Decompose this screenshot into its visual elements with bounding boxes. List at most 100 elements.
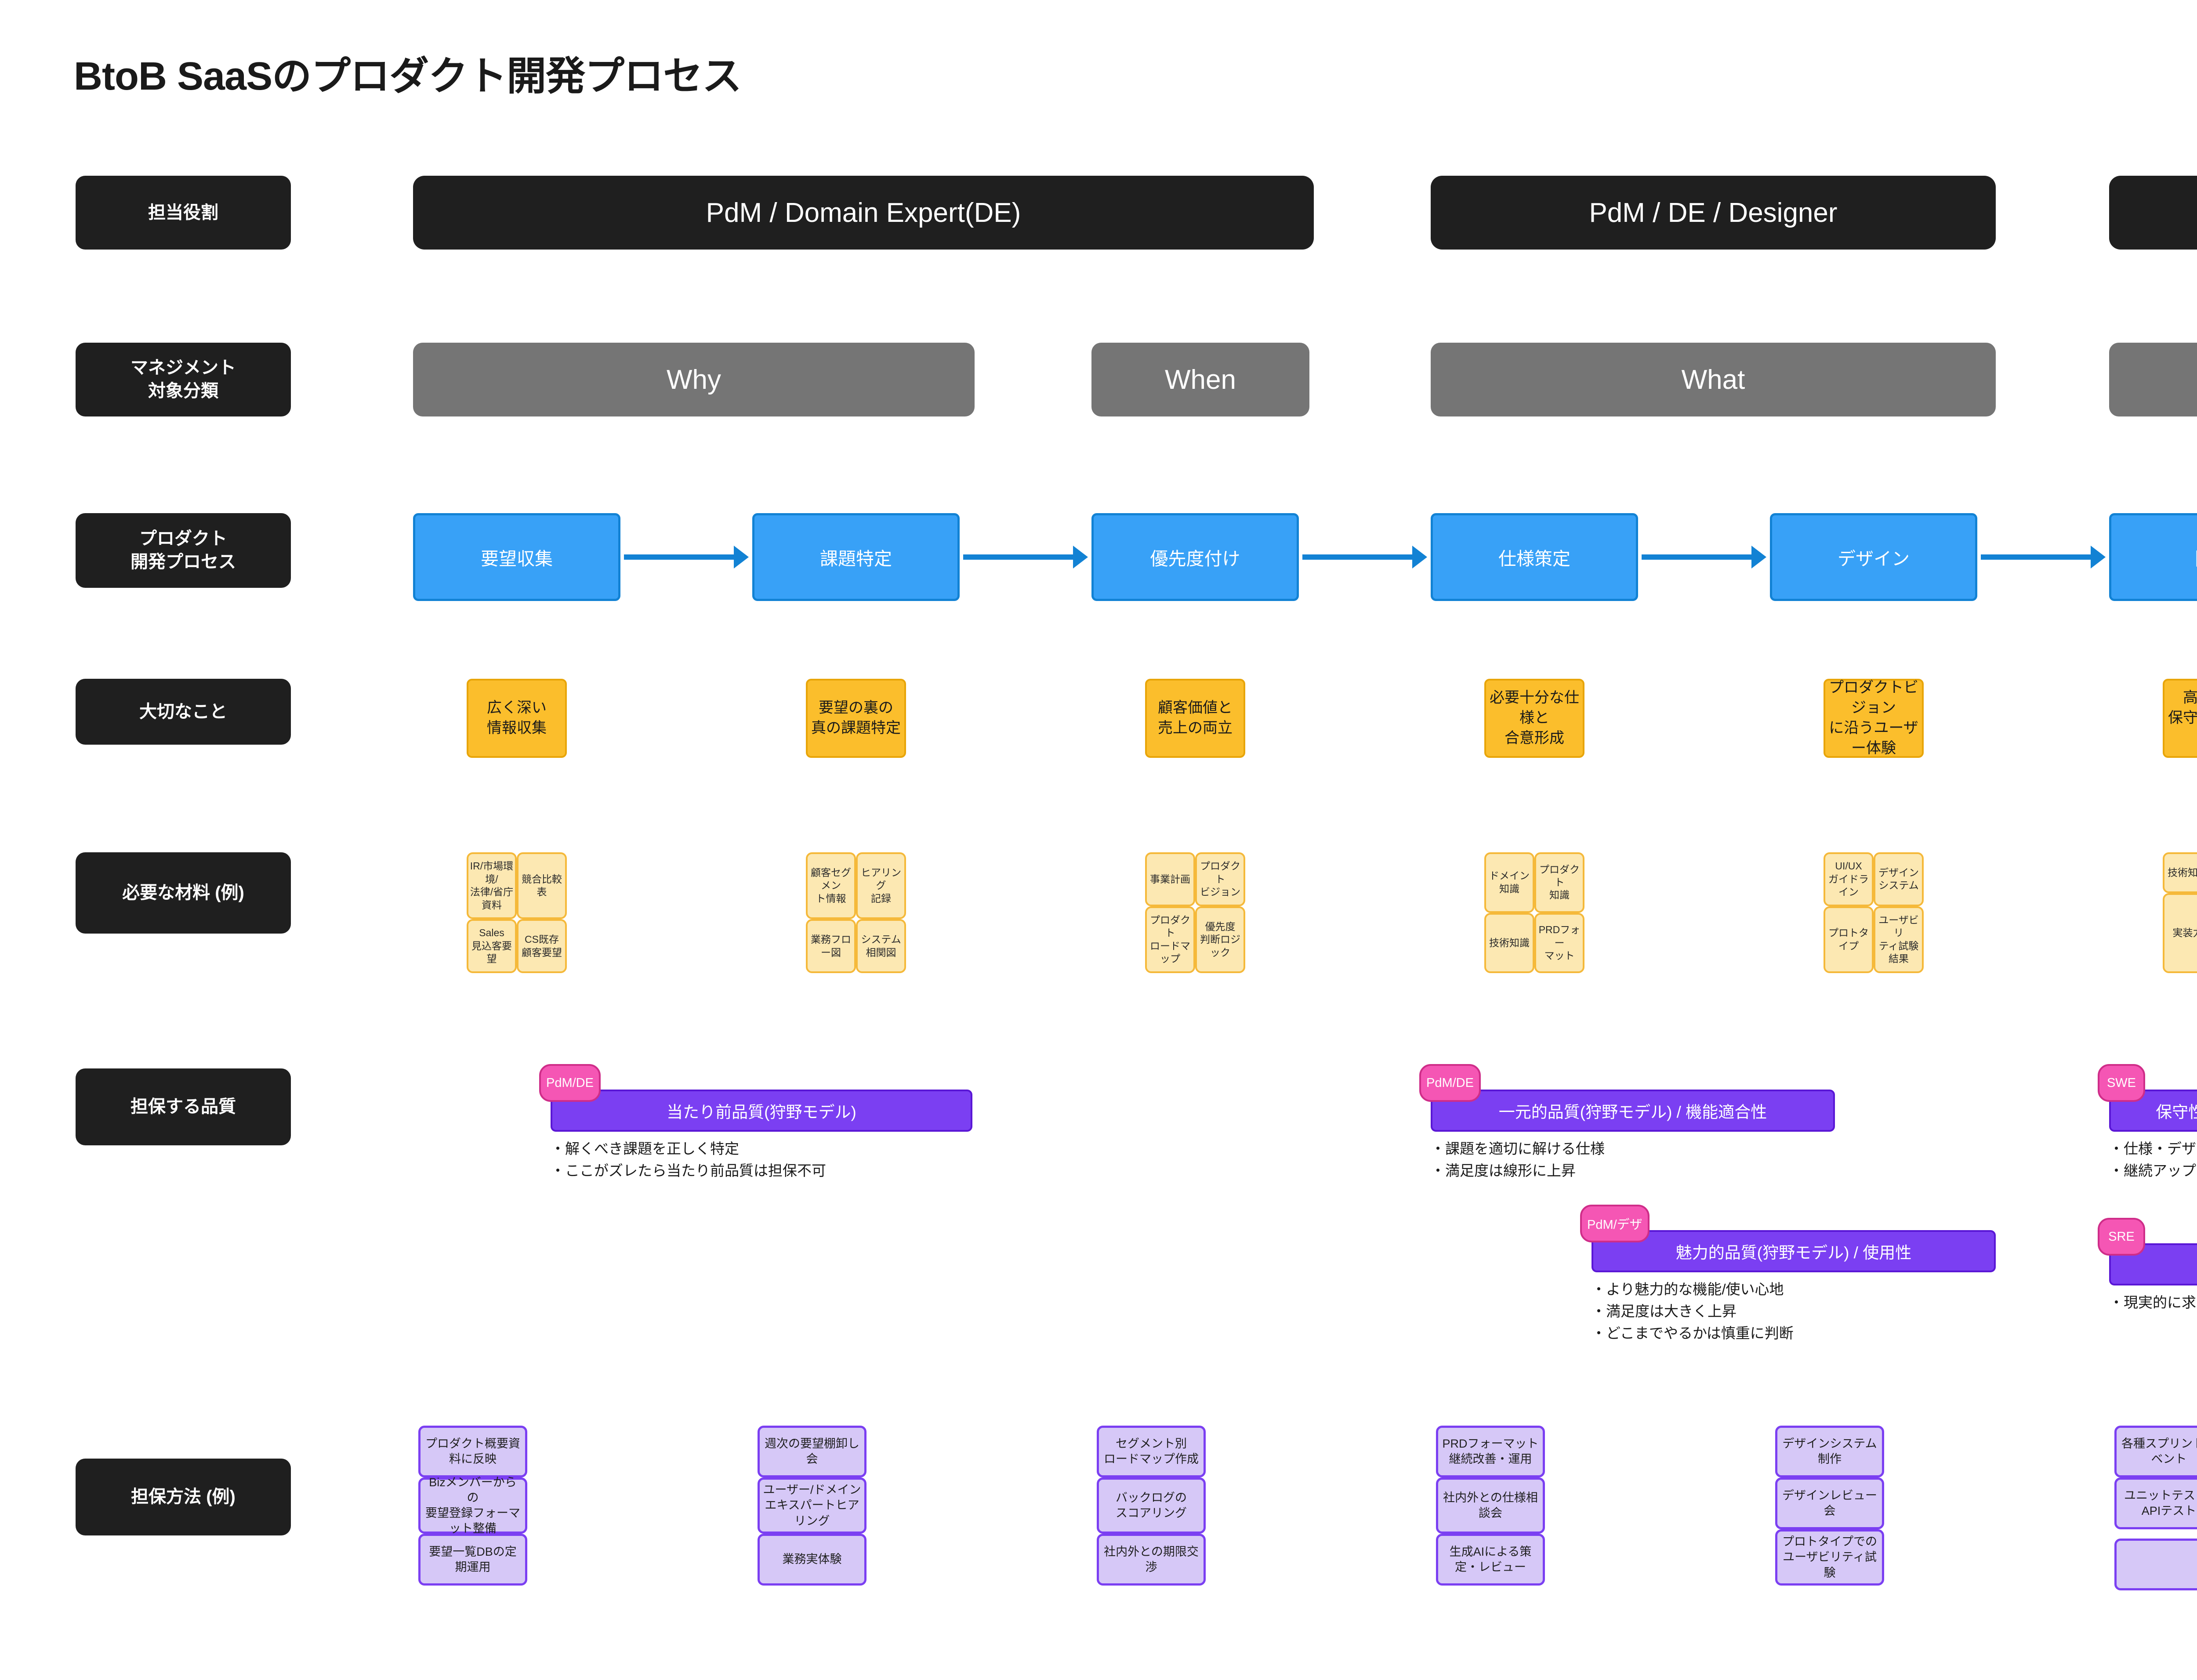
- arrow-shaft: [624, 554, 735, 560]
- quality-bullets: ・課題を適切に解ける仕様・満足度は線形に上昇: [1431, 1138, 1835, 1182]
- method-item: 社内外との期限交渉: [1097, 1534, 1206, 1586]
- method-item: 社内外との仕様相談会: [1436, 1477, 1545, 1534]
- quality-bullet: ・解くべき課題を正しく特定: [551, 1141, 739, 1157]
- role-badge: PdM/DE: [539, 1064, 601, 1102]
- row-label-4: 必要な材料 (例): [76, 852, 291, 934]
- material-item: PRDフォーマット: [1534, 912, 1584, 973]
- process-arrow-0: [624, 546, 749, 568]
- material-item: システム相関図: [856, 919, 906, 973]
- material-item: 競合比較表: [517, 852, 567, 920]
- material-item: 優先度判断ロジック: [1195, 906, 1245, 973]
- key-point-0: 広く深い情報収集: [467, 679, 567, 758]
- quality-block-2: SWE 保守性/性能効率性/互換性・仕様・デザインを正確に実現・継続アップデートを…: [2098, 1064, 2197, 1182]
- material-item: ユーザビリティ試験結果: [1874, 906, 1924, 973]
- materials-grid-2: 事業計画プロダクトビジョンプロダクトロードマップ優先度判断ロジック: [1145, 852, 1245, 973]
- quality-block-1: PdM/DE 一元的品質(狩野モデル) / 機能適合性・課題を適切に解ける仕様・満…: [1419, 1064, 1835, 1182]
- method-item: 生成AIによる策定・レビュー: [1436, 1534, 1545, 1586]
- row-label-2: プロダクト開発プロセス: [76, 513, 291, 588]
- materials-grid-5: 技術知識設計力実装力未来を見通すビジネス理解: [2163, 852, 2197, 973]
- quality-title: 一元的品質(狩野モデル) / 機能適合性: [1498, 1103, 1767, 1121]
- role-badge: PdM/DE: [1419, 1064, 1481, 1102]
- quality-bullet: ・ここがズレたら当たり前品質は担保不可: [551, 1162, 826, 1179]
- row-label-5: 担保する品質: [76, 1068, 291, 1145]
- role-badge: SWE: [2098, 1064, 2145, 1102]
- quality-bullets: ・解くべき課題を正しく特定・ここがズレたら当たり前品質は担保不可: [551, 1138, 972, 1182]
- methods-stack-1: 週次の要望棚卸し会ユーザー/ドメインエキスパートヒアリング業務実体験: [758, 1426, 866, 1586]
- arrow-head-icon: [1073, 546, 1088, 568]
- material-item: デザインシステム: [1874, 852, 1924, 906]
- quality-bullet: ・より魅力的な機能/使い心地: [1592, 1281, 1784, 1297]
- material-item: ドメイン知識: [1484, 852, 1534, 913]
- process-step-2[interactable]: 優先度付け: [1091, 513, 1299, 601]
- process-step-3[interactable]: 仕様策定: [1431, 513, 1638, 601]
- quality-title-bar: PdM/デザ魅力的品質(狩野モデル) / 使用性: [1580, 1205, 1996, 1272]
- method-item: 業務実体験: [758, 1534, 866, 1586]
- quality-title-bar: PdM/DE 一元的品質(狩野モデル) / 機能適合性: [1419, 1064, 1835, 1132]
- quality-title-bar: SRE信頼性/セキュリティ/移植性: [2098, 1218, 2197, 1285]
- arrow-shaft: [1642, 554, 1752, 560]
- material-item: プロダクト知識: [1534, 852, 1584, 913]
- quality-bullet: ・現実的に求められる非機能要件を考慮する: [2109, 1294, 2197, 1311]
- quality-bullet: ・課題を適切に解ける仕様: [1431, 1141, 1605, 1157]
- quality-bullet: ・継続アップデートを見据える: [2109, 1162, 2197, 1179]
- quality-bullet: ・どこまでやるかは慎重に判断: [1592, 1325, 1794, 1342]
- quality-bullet: ・仕様・デザインを正確に実現: [2109, 1141, 2197, 1157]
- method-item: CI/CD構築 / 脆弱性診断 / パフォーマンステスト...: [2114, 1539, 2197, 1590]
- method-item: デザインシステム制作: [1775, 1426, 1884, 1477]
- material-item: 実装力: [2163, 893, 2197, 973]
- row-label-0: 担当役割: [76, 176, 291, 250]
- material-item: プロダクトロードマップ: [1145, 906, 1195, 973]
- method-item: PRDフォーマット継続改善・運用: [1436, 1426, 1545, 1477]
- material-item: ヒアリング記録: [856, 852, 906, 920]
- key-point-1: 要望の裏の真の課題特定: [806, 679, 906, 758]
- mgmt-bar-1: When: [1091, 343, 1309, 416]
- key-point-3: 必要十分な仕様と合意形成: [1484, 679, 1584, 758]
- process-step-0[interactable]: 要望収集: [413, 513, 620, 601]
- methods-stack-3: PRDフォーマット継続改善・運用社内外との仕様相談会生成AIによる策定・レビュー: [1436, 1426, 1545, 1586]
- methods-stack-5: 各種スプリントイベントユニットテスト / APIテスト: [2114, 1426, 2197, 1529]
- process-step-4[interactable]: デザイン: [1770, 513, 1977, 601]
- material-item: 技術知識: [1484, 912, 1534, 973]
- method-item: プロダクト概要資料に反映: [418, 1426, 527, 1477]
- quality-title-bar: PdM/DE 当たり前品質(狩野モデル): [539, 1064, 972, 1132]
- method-item: 各種スプリントイベント: [2114, 1426, 2197, 1477]
- role-badge: PdM/デザ: [1580, 1205, 1650, 1242]
- quality-bullet: ・満足度は線形に上昇: [1431, 1162, 1576, 1179]
- arrow-head-icon: [1412, 546, 1427, 568]
- arrow-shaft: [1981, 554, 2092, 560]
- quality-block-4: PdM/デザ魅力的品質(狩野モデル) / 使用性・より魅力的な機能/使い心地・満…: [1580, 1205, 1996, 1344]
- row-label-1: マネジメント対象分類: [76, 343, 291, 416]
- method-item: Bizメンバーからの要望登録フォーマット整備: [418, 1476, 527, 1535]
- material-item: 技術知識: [2163, 852, 2197, 894]
- method-item: デザインレビュー会: [1775, 1477, 1884, 1529]
- method-item: セグメント別ロードマップ作成: [1097, 1426, 1206, 1477]
- methods-stack-4: デザインシステム制作デザインレビュー会プロトタイプでのユーザビリティ試験: [1775, 1426, 1884, 1586]
- arrow-head-icon: [734, 546, 749, 568]
- quality-block-0: PdM/DE 当たり前品質(狩野モデル) ・解くべき課題を正しく特定・ここがズレたら…: [539, 1064, 972, 1182]
- quality-title: 魅力的品質(狩野モデル) / 使用性: [1675, 1244, 1912, 1262]
- row-label-6: 担保方法 (例): [76, 1459, 291, 1535]
- role-bar-0: PdM / Domain Expert(DE): [413, 176, 1314, 250]
- quality-bullets: ・現実的に求められる非機能要件を考慮する: [2109, 1292, 2197, 1314]
- quality-bullets: ・仕様・デザインを正確に実現・継続アップデートを見据える: [2109, 1138, 2197, 1182]
- material-item: 顧客セグメント情報: [806, 852, 856, 920]
- material-item: 事業計画: [1145, 852, 1195, 906]
- method-item: プロトタイプでのユーザビリティ試験: [1775, 1529, 1884, 1586]
- process-arrow-3: [1642, 546, 1766, 568]
- process-arrow-2: [1302, 546, 1427, 568]
- materials-grid-1: 顧客セグメント情報ヒアリング記録業務フロー図システム相関図: [806, 852, 906, 973]
- methods-stack-2: セグメント別ロードマップ作成バックログのスコアリング社内外との期限交渉: [1097, 1426, 1206, 1586]
- process-step-5[interactable]: 開発: [2109, 513, 2197, 601]
- method-item: 要望一覧DBの定期運用: [418, 1534, 527, 1586]
- quality-bullet: ・満足度は大きく上昇: [1592, 1303, 1737, 1320]
- key-point-4: プロダクトビジョンに沿うユーザー体験: [1824, 679, 1924, 758]
- role-bar-2: Scrum Master / Engineer / QA / PdM: [2109, 176, 2197, 250]
- quality-bullets: ・より魅力的な機能/使い心地・満足度は大きく上昇・どこまでやるかは慎重に判断: [1592, 1278, 1996, 1344]
- process-step-1[interactable]: 課題特定: [752, 513, 960, 601]
- quality-title: 保守性/性能効率性/互換性: [2156, 1103, 2197, 1121]
- quality-title: 当たり前品質(狩野モデル): [667, 1103, 856, 1121]
